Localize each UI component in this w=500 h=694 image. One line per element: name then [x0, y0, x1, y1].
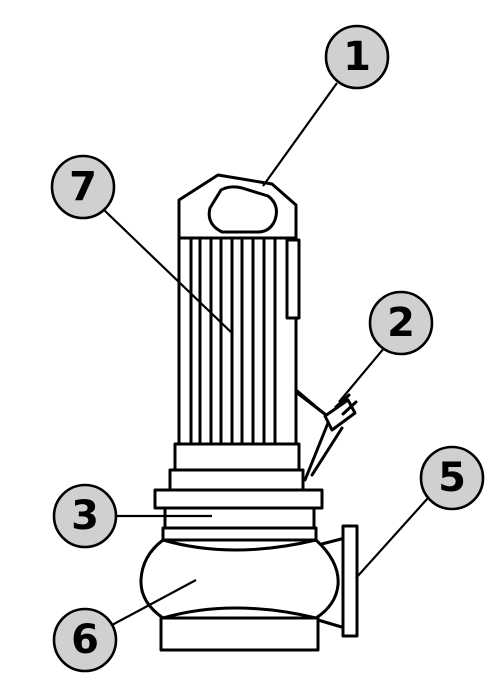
- callout-7-label: 7: [69, 164, 97, 210]
- callout-3-label: 3: [71, 493, 99, 539]
- cable-inlet: [294, 388, 358, 482]
- callout-1-label: 1: [343, 34, 371, 80]
- leader-7: [103, 209, 234, 335]
- callout-2-label: 2: [387, 300, 415, 346]
- callout-2: 2: [368, 290, 434, 356]
- motor-top-housing: [177, 173, 298, 240]
- leader-lines: [103, 82, 429, 626]
- motor-neck: [168, 442, 305, 492]
- leader-6: [111, 579, 197, 626]
- motor-body: [177, 236, 301, 446]
- callout-3: 3: [52, 483, 118, 549]
- leader-1: [262, 82, 338, 187]
- discharge-flange: [316, 524, 359, 638]
- callout-7: 7: [50, 154, 116, 220]
- callout-5-label: 5: [438, 455, 466, 501]
- callout-6: 6: [52, 607, 118, 673]
- callout-6-label: 6: [71, 617, 99, 663]
- pump-housing: [139, 538, 340, 652]
- callout-1: 1: [324, 24, 390, 90]
- leader-2: [338, 346, 386, 403]
- callout-5: 5: [419, 445, 485, 511]
- leader-5: [355, 497, 429, 579]
- flange-ring: [153, 488, 324, 542]
